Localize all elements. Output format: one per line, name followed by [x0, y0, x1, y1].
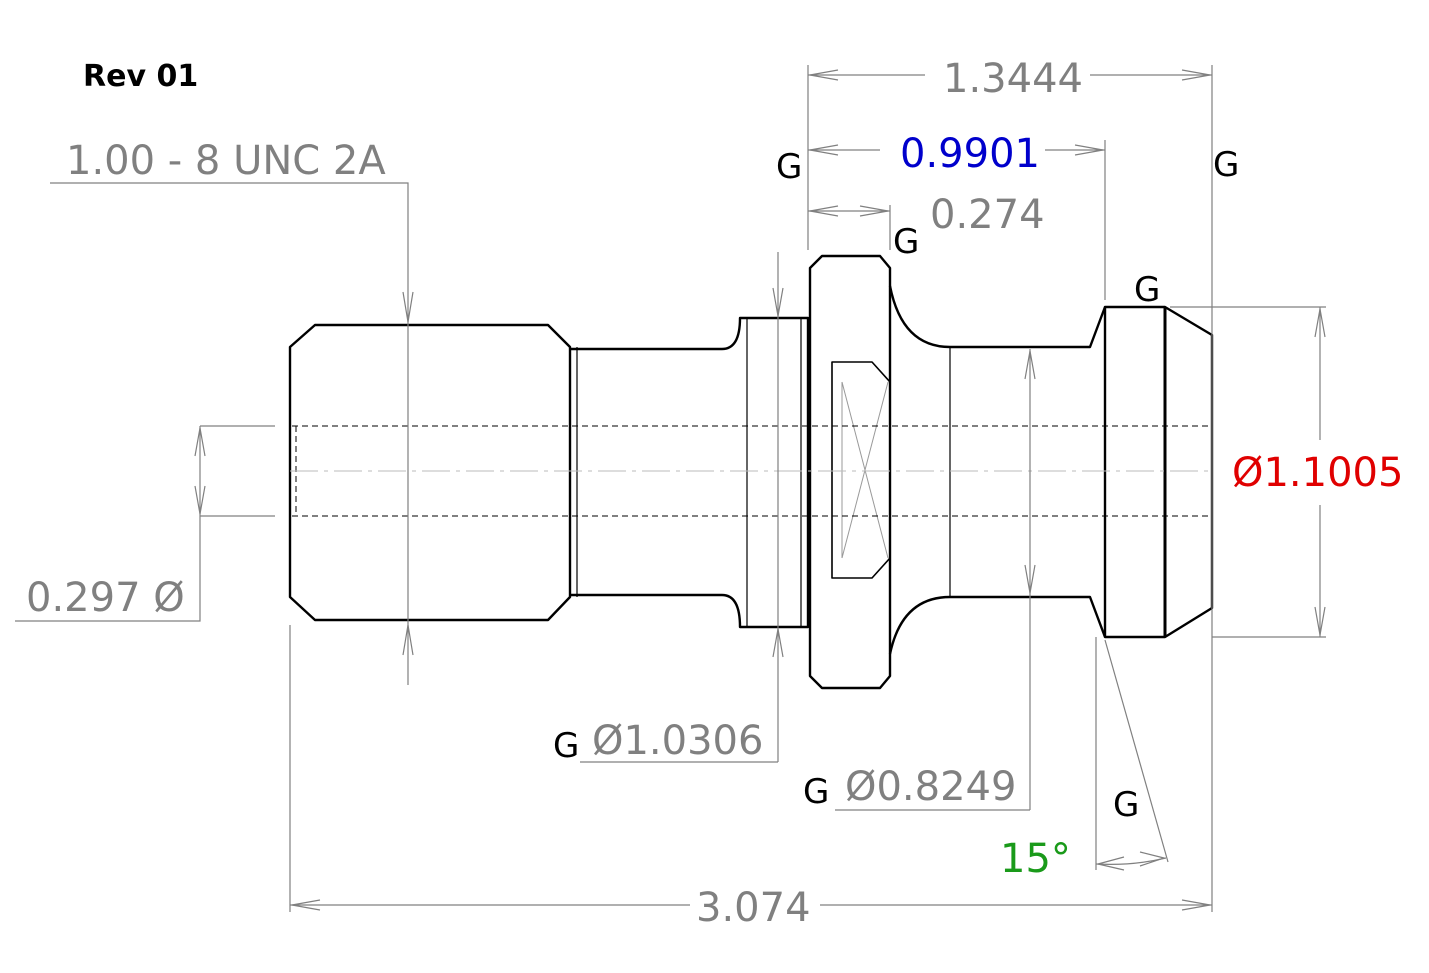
hidden-bore: [290, 425, 1212, 517]
collar-diameter-label: Ø1.0306: [592, 718, 763, 764]
head-diameter-label: Ø1.1005: [1232, 450, 1403, 496]
neck-diameter-label: Ø0.8249: [845, 764, 1016, 810]
revision-label: Rev 01: [83, 59, 198, 94]
flange-thickness-label: 0.274: [930, 192, 1045, 238]
bore-diameter-label: 0.297 Ø: [26, 575, 185, 621]
overall-length-label: 3.074: [696, 885, 811, 931]
gauge-mark: G: [1213, 145, 1239, 185]
thread-spec-label: 1.00 - 8 UNC 2A: [66, 138, 386, 184]
gauge-mark: G: [893, 222, 919, 262]
gauge-mark: G: [1113, 785, 1139, 825]
hex-flat: [831, 361, 891, 579]
length-1-3444-label: 1.3444: [943, 56, 1083, 102]
labels: Rev 01 1.00 - 8 UNC 2A 0.297 Ø 1.3444 0.…: [26, 56, 1403, 931]
gauge-mark: G: [803, 772, 829, 812]
gauge-mark: G: [1134, 270, 1160, 310]
part-outline: [288, 254, 1214, 690]
taper-angle-label: 15°: [1000, 836, 1071, 882]
gauge-mark: G: [776, 147, 802, 187]
dimension-lines: [15, 65, 1326, 912]
gauge-mark: G: [553, 726, 579, 766]
length-0-9901-label: 0.9901: [900, 131, 1040, 177]
